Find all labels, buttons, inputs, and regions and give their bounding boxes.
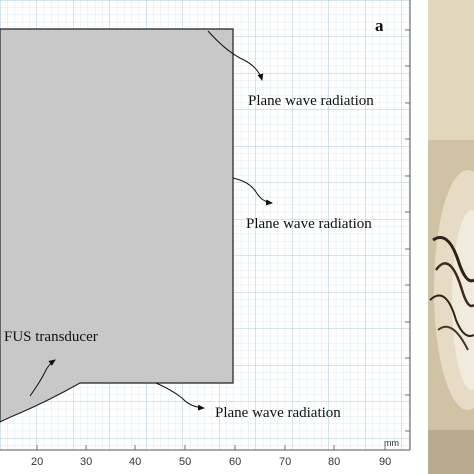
x-tick-label: 70 (279, 456, 292, 468)
radiation-arrow-bottom (155, 382, 205, 411)
x-tick-label: 30 (80, 456, 93, 468)
transducer-arrow (29, 359, 56, 397)
experimental-setup-photo (428, 0, 474, 474)
x-tick-label: 40 (129, 456, 142, 468)
x-tick-label: 50 (179, 456, 192, 468)
radiation-label-middle: Plane wave radiation (246, 216, 372, 232)
radiation-label-bottom: Plane wave radiation (215, 405, 341, 421)
panel-label: a (375, 16, 384, 35)
transducer-label: FUS transducer (4, 329, 98, 345)
x-tick-label: 60 (229, 456, 242, 468)
x-tick-label: 90 (379, 456, 392, 468)
x-tick-label: 20 (31, 456, 44, 468)
axis-unit: mm (384, 438, 399, 448)
right-axis-ticks (405, 29, 410, 432)
radiation-arrow-middle (232, 177, 273, 206)
simulation-domain (0, 28, 234, 423)
radiation-label-top: Plane wave radiation (248, 93, 374, 109)
radiation-arrow-top (207, 30, 264, 81)
bottom-axis-ticks (36, 445, 386, 450)
x-tick-label: 80 (328, 456, 341, 468)
